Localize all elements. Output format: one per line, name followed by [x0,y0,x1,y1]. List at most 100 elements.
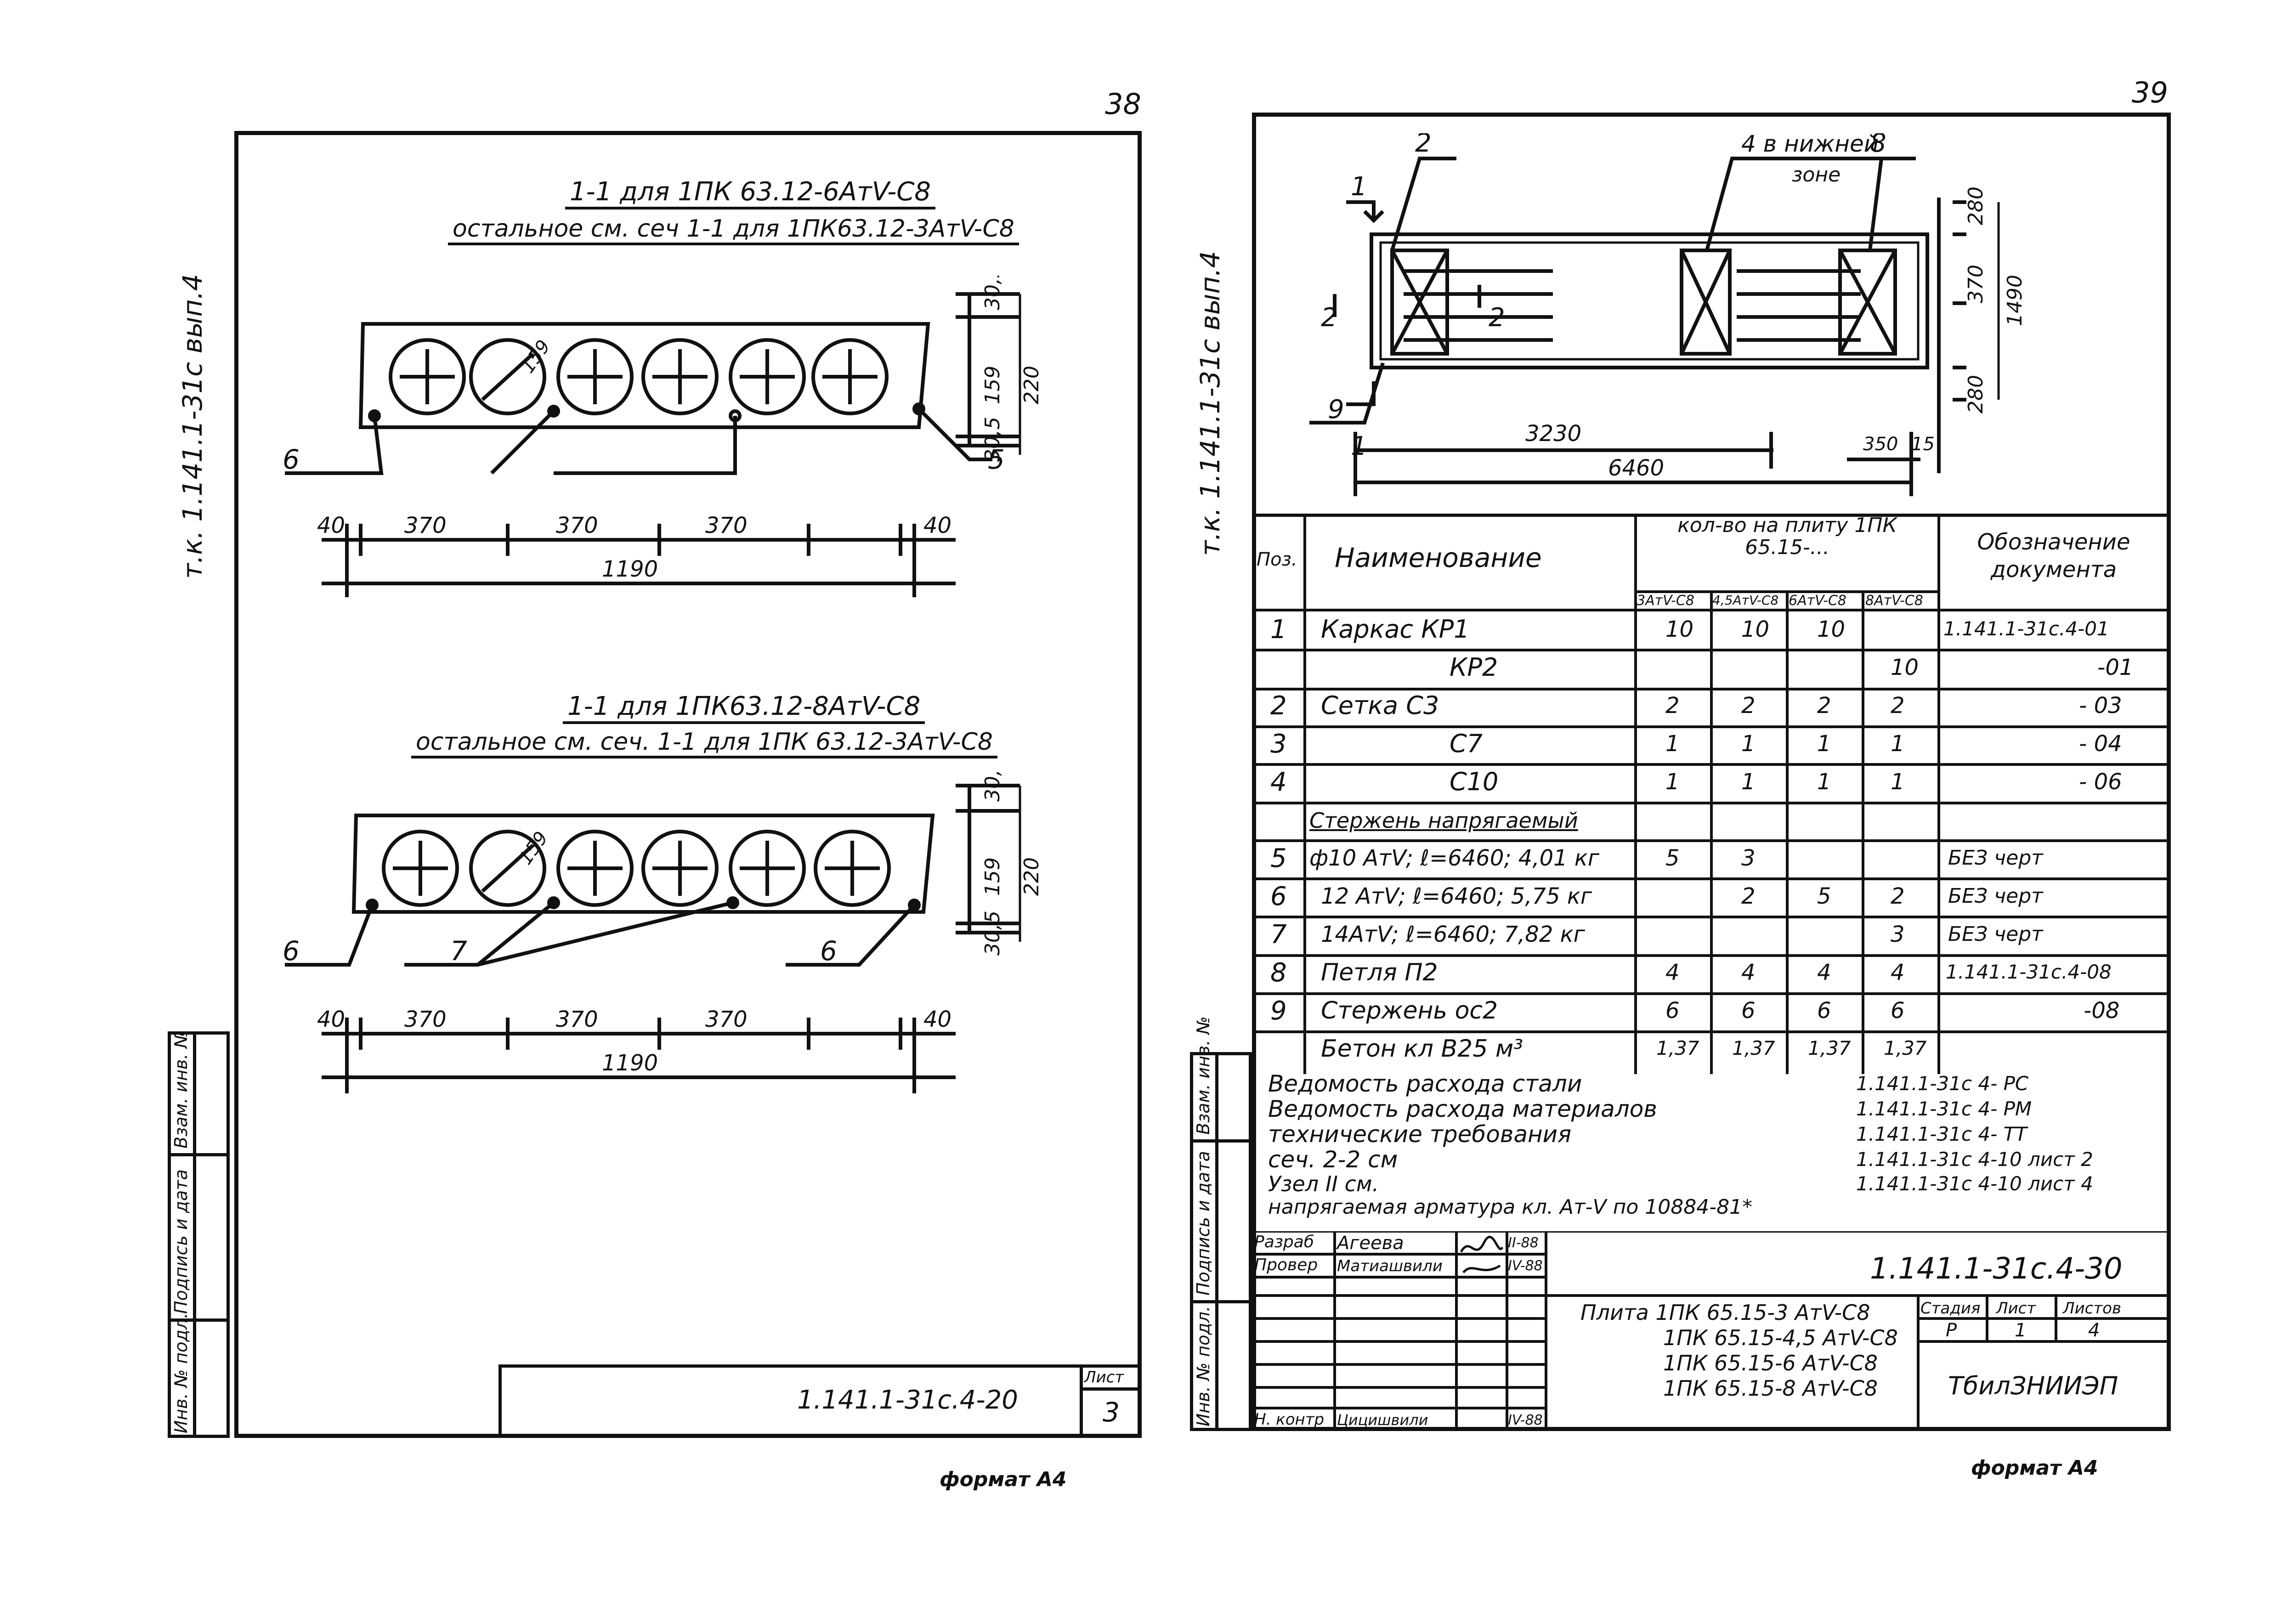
note-text: напрягаемая арматура кл. Ат-V по 10884-8… [1268,1195,1753,1219]
row-name: Стержень напрягаемый [1309,808,1578,833]
left-title-block [498,1364,1142,1438]
row-qty-45: 2 [1741,883,1756,909]
tb-org: ТбилЗНИИЭП [1948,1371,2118,1400]
tb-role-0: Разраб [1254,1233,1314,1251]
left-stamp-inv-podl: Инв. № подл. [171,1313,191,1433]
row-qty-45: 10 [1741,617,1770,642]
left-section1-dim-30a: 30,5 [981,276,1004,310]
right-title-block [1252,1231,2171,1429]
row-qty-6: 6 [1817,998,1831,1024]
right-plan-label-4-lower: 4 в нижней [1741,133,1879,157]
row-pos: 4 [1270,767,1287,797]
row-doc: 1.141.1-31с.4-01 [1943,617,2109,640]
th-doc: Обозначение документа [1977,529,2130,583]
row-qty-8: 6 [1891,998,1905,1024]
row-doc: БЕЗ черт [1948,884,2043,908]
right-plan-drawing: 2 4 в нижней зоне 8 1 2 2 9 1 280 370 14… [1309,133,2027,496]
right-sheet-frame [1252,113,2171,1431]
left-page-number: 38 [1105,87,1141,121]
th-qty-6: 6АтV-С8 [1789,593,1846,609]
table-row: 6 12 АтV; ℓ=6460; 5,75 кг 2 5 2 БЕЗ черт [1252,878,2171,916]
note-code: 1.141.1-31с 4-10 лист 2 [1856,1148,2093,1171]
table-row: 8 Петля П2 4 4 4 4 1.141.1-31с.4-08 [1252,954,2171,992]
note-code: 1.141.1-31с 4- РМ [1856,1098,2032,1120]
row-qty-8: 2 [1891,693,1905,719]
note-text: Ведомость расхода материалов [1268,1096,1657,1122]
row-name: КР2 [1450,653,1498,682]
left-section2-dim-40b: 40 [923,1007,951,1032]
left-section2-subtitle: остальное см. сеч. 1-1 для 1ПК 63.12-3Ат… [411,728,997,758]
row-pos: 3 [1270,729,1287,759]
tb-sheets: 4 [2088,1320,2100,1341]
row-qty-45: 4 [1741,960,1756,985]
left-sheet-number: 3 [1103,1397,1120,1428]
table-row: 9 Стержень ос2 6 6 6 6 -08 [1252,992,2171,1030]
row-pos: 9 [1270,996,1287,1026]
right-format: формат А4 [1971,1456,2098,1480]
left-section1-callout-5: 5 [988,444,1005,475]
row-name: Петля П2 [1321,959,1438,986]
row-qty-8: 4 [1891,960,1905,985]
row-qty-45: 1 [1741,731,1756,757]
left-stamp-strip [168,1031,230,1438]
row-doc: - 03 [2079,693,2122,719]
left-section1-dim-220: 220 [1020,366,1043,404]
row-name: Сетка С3 [1321,691,1439,720]
row-name: 14АтV; ℓ=6460; 7,82 кг [1321,922,1585,947]
right-plan-dim-1490: 1490 [2003,275,2027,326]
row-doc: -01 [2097,655,2134,680]
row-name: Бетон кл В25 м³ [1321,1035,1523,1063]
row-doc: БЕЗ черт [1948,846,2043,870]
left-section1-dim-370b: 370 [556,513,598,538]
th-qty-45: 4,5АтV-С8 [1712,593,1779,608]
row-qty-3: 1 [1665,731,1680,757]
left-doc-code: 1.141.1-31с.4-20 [797,1385,1018,1415]
tb-product-0: Плита 1ПК 65.15-3 АтV-С8 [1580,1300,1870,1325]
row-qty-8: 2 [1891,883,1905,909]
left-section2-dim-40a: 40 [317,1007,345,1032]
right-side-code: т.к. 1.141.1-31с вып.4 [1195,251,1226,556]
row-qty-45: 3 [1741,845,1756,871]
row-qty-45: 1 [1741,769,1756,795]
right-plan-label-2-right: 2 [1489,303,1505,333]
left-stamp-vzam: Взам. инв. № [171,1030,191,1149]
row-qty-6: 1 [1817,731,1831,757]
left-section2-dim-370c: 370 [705,1007,748,1032]
note-code: 1.141.1-31с 4- РС [1856,1072,2029,1095]
tb-product-1: 1ПК 65.15-4,5 АтV-С8 [1663,1325,1898,1350]
row-name: 12 АтV; ℓ=6460; 5,75 кг [1321,883,1592,909]
left-section2-title: 1-1 для 1ПК63.12-8АтV-С8 [563,691,925,724]
left-section1-title: 1-1 для 1ПК 63.12-6АтV-С8 [565,177,936,209]
tb-product-2: 1ПК 65.15-6 АтV-С8 [1663,1351,1878,1375]
row-qty-45: 6 [1741,998,1756,1024]
right-plan-label-1-top: 1 [1351,172,1367,202]
left-side-code: т.к. 1.141.1-31с вып.4 [177,274,208,579]
right-plan-label-1-bottom: 1 [1351,431,1367,461]
left-section2-drawing: 159 30,5 159 220 30,5 6 7 6 40 370 370 3… [283,772,1043,1093]
tb-role-2: Н. контр [1254,1410,1325,1429]
left-section1-dim-370c: 370 [705,513,748,538]
row-qty-6: 1,37 [1808,1037,1851,1059]
left-format: формат А4 [940,1468,1067,1491]
row-pos: 1 [1270,615,1287,645]
table-row: КР2 10 -01 [1252,649,2171,687]
row-qty-8: 3 [1891,922,1905,947]
th-qty-8: 8АтV-С8 [1865,593,1923,609]
row-qty-45: 2 [1741,693,1756,719]
left-section1-dim-40a: 40 [317,513,345,538]
row-qty-8: 10 [1891,655,1919,680]
row-qty-3: 1,37 [1656,1037,1699,1059]
row-doc: -08 [2084,998,2120,1024]
spec-table [1252,514,2171,1075]
table-row: 5 ф10 АтV; ℓ=6460; 4,01 кг 5 3 БЕЗ черт [1252,840,2171,878]
left-section1-dim-30b: 30,5 [981,417,1004,462]
note-text: Узел II см. [1268,1171,1379,1196]
left-section2-total: 1190 [602,1050,658,1076]
right-stamp-strip [1190,1052,1252,1431]
row-doc: 1.141.1-31с.4-08 [1946,961,2112,983]
table-row: 3 С7 1 1 1 1 - 04 [1252,725,2171,764]
left-section1-dim-40b: 40 [923,513,951,538]
row-qty-3: 2 [1665,693,1680,719]
table-row: 4 С10 1 1 1 1 - 06 [1252,764,2171,802]
left-section2-callout-7: 7 [450,935,467,967]
